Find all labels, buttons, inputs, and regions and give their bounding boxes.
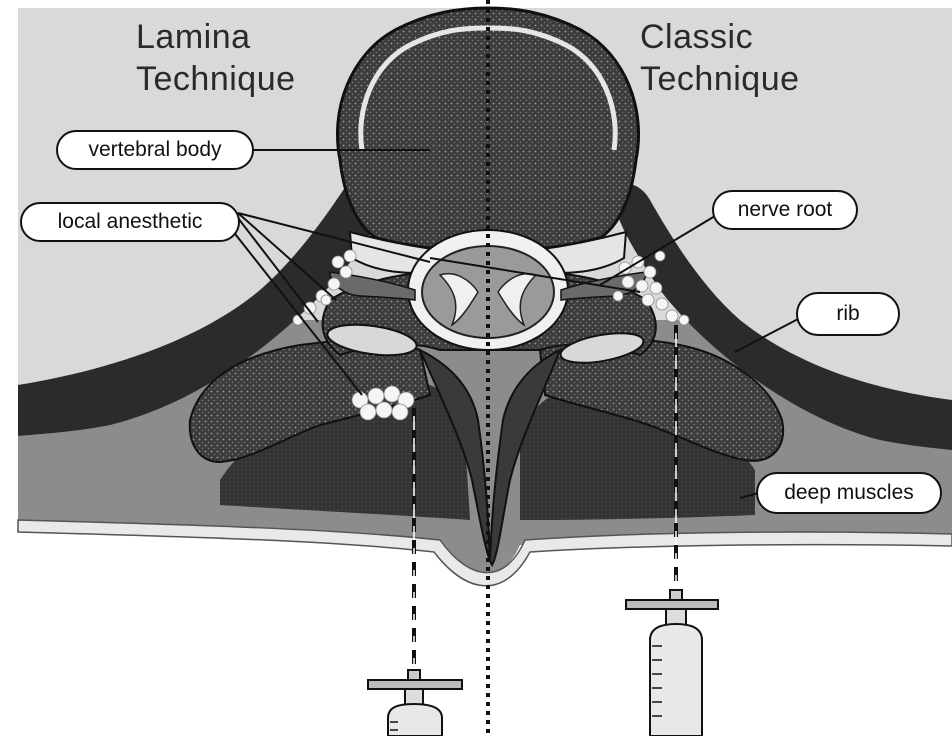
label-local-anesthetic: local anesthetic [20, 202, 240, 242]
lamina-title-line1: Lamina [136, 16, 296, 58]
label-rib: rib [796, 292, 900, 336]
label-nerve-root: nerve root [712, 190, 858, 230]
label-deep-muscles: deep muscles [756, 472, 942, 514]
classic-title-line1: Classic [640, 16, 800, 58]
classic-title-line2: Technique [640, 58, 800, 100]
lamina-title-line2: Technique [136, 58, 296, 100]
right-syringe [626, 590, 718, 736]
lamina-technique-title: Lamina Technique [136, 16, 296, 100]
label-vertebral-body: vertebral body [56, 130, 254, 170]
left-syringe [368, 670, 462, 736]
classic-technique-title: Classic Technique [640, 16, 800, 100]
